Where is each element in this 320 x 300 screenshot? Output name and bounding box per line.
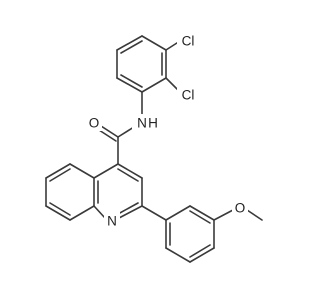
- label-mask-ring-n: [104, 212, 120, 229]
- pyr-c4a-c4: [93, 163, 119, 179]
- carbonyl-bond-2: [98, 129, 117, 142]
- mop-ring-bond-4: [189, 247, 215, 263]
- benz-c4a-c5: [69, 163, 95, 179]
- c2-aryl-bond: [141, 205, 167, 221]
- dcp-ring-inner-3: [120, 74, 143, 88]
- label-mask-cl-top: [177, 33, 199, 50]
- pyr-c4-c3: [117, 163, 143, 179]
- mop-ring-inner-2: [189, 244, 211, 258]
- atom-label-ring-n: N: [107, 214, 117, 229]
- ether-methyl-bond: [246, 209, 263, 221]
- benz-c5-c6: [45, 163, 71, 179]
- pyr-inner-c4-c3: [117, 168, 139, 182]
- label-mask-ether-o: [232, 199, 248, 216]
- atom-label-amide-h: H: [148, 116, 158, 131]
- mop-ring-bond-5: [165, 247, 191, 263]
- benz-inner-c5-c6: [49, 168, 71, 182]
- benz-c8-c8a: [69, 205, 95, 221]
- bond-lines: [45, 35, 263, 263]
- atom-label-cl-mid: Cl: [182, 88, 195, 103]
- benz-c7-c8: [45, 205, 71, 221]
- canvas-background: [0, 0, 300, 300]
- dcp-ring-inner-1: [120, 40, 143, 54]
- carbonyl-bond-1: [100, 125, 119, 138]
- pyr-n-c8a: [93, 205, 106, 219]
- mop-ring-bond-1: [165, 205, 191, 221]
- mop-ring-inner-1: [189, 210, 211, 224]
- mop-ring-bond-2: [189, 205, 215, 221]
- label-mask-carbonyl-o: [86, 114, 102, 131]
- molecule-structure-diagram: Cl Cl N H O N O: [0, 0, 300, 300]
- amide-cn-bond: [117, 126, 135, 138]
- atom-label-amide-n: N: [137, 116, 147, 131]
- benz-inner-c7-c8: [49, 202, 71, 216]
- dcp-ring-bond-5: [116, 77, 143, 93]
- dcp-ring-bond-4: [141, 77, 167, 93]
- atom-label-cl-top: Cl: [182, 34, 195, 49]
- label-mask-amide-nh: [132, 114, 160, 131]
- pyr-c2-n: [118, 205, 143, 219]
- label-mask-cl-mid: [177, 87, 199, 104]
- atom-label-carbonyl-o: O: [89, 116, 100, 131]
- pyr-inner-c2-n: [117, 202, 139, 215]
- ether-ring-bond: [213, 209, 234, 221]
- atom-label-ether-o: O: [235, 201, 246, 216]
- dcp-ring-bond-1: [116, 35, 143, 51]
- atom-labels: Cl Cl N H O N O: [86, 33, 248, 229]
- dcp-ring-bond-2: [141, 35, 167, 51]
